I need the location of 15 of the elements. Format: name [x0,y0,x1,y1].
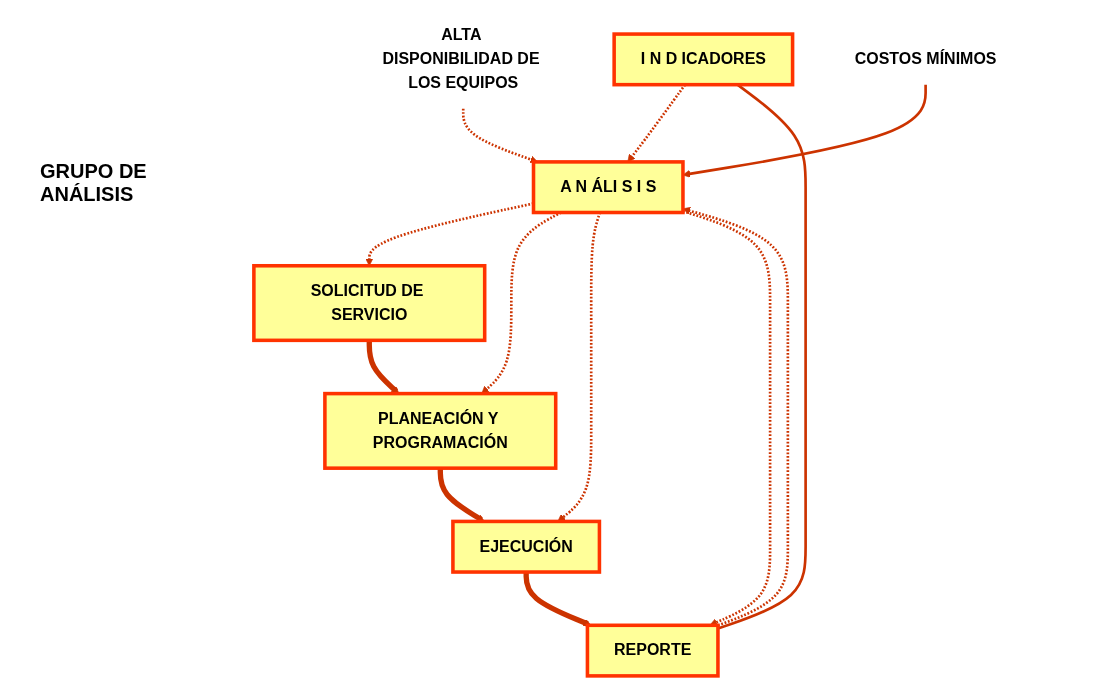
arrow [523,572,592,627]
arrow [437,468,485,522]
node-box: PLANEACIÓN Y PROGRAMACIÓN [323,391,558,470]
node-box: EJECUCIÓN [451,519,602,574]
arrow [461,108,538,164]
node-box: SOLICITUD DE SERVICIO [252,264,487,343]
node-box: A N ÁLI S I S [531,160,685,215]
group-label: GRUPO DE ANÁLISIS [40,160,148,206]
arrow [557,212,602,522]
node-text: COSTOS MÍNIMOS [854,50,997,68]
arrow [366,340,400,394]
arrow [682,207,790,627]
node-text: ALTA DISPONIBILIDAD DE LOS EQUIPOS [382,26,540,92]
node-box: REPORTE [585,623,720,678]
node-box: I N D ICADORES [612,32,795,87]
